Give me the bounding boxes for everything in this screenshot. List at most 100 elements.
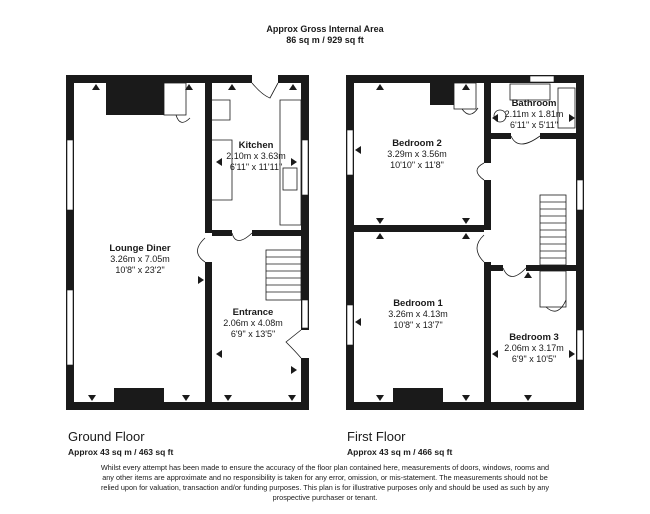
- arrow-icon: [88, 395, 96, 401]
- wall-kitchen-entrance-a: [212, 230, 232, 236]
- lounge-window-left-upper: [66, 139, 74, 211]
- shower-tray: [557, 87, 576, 129]
- bathroom-door-swing: [510, 135, 541, 145]
- wall-bathroom-a: [491, 133, 511, 139]
- room-bedroom-3: Bedroom 3 2.06m x 3.17m 6'9" x 10'5": [504, 332, 564, 364]
- arrow-icon: [492, 114, 498, 122]
- arrow-icon: [355, 146, 361, 154]
- ground-floor-outer-wall: [66, 75, 309, 410]
- cupboard-door-swing: [545, 299, 567, 312]
- arrow-icon: [288, 395, 296, 401]
- kitchen-window-right: [301, 139, 309, 196]
- wall-bedroom3-a: [491, 265, 503, 271]
- arrow-icon: [224, 395, 232, 401]
- room-bedroom-1: Bedroom 1 3.26m x 4.13m 10'8" x 13'7": [388, 298, 448, 330]
- room-entrance: Entrance 2.06m x 4.08m 6'9" x 13'5": [223, 307, 283, 339]
- bedroom3-door-swing: [502, 267, 527, 277]
- first-floor-plan: [346, 75, 584, 410]
- ground-floor-label: Ground Floor: [68, 429, 145, 444]
- arrow-icon: [569, 114, 575, 122]
- bedroom1-door-swing: [476, 234, 485, 263]
- arrow-icon: [376, 395, 384, 401]
- disclaimer-line: relied upon for valuation, transaction a…: [101, 483, 549, 492]
- wall-bedroom2-bedroom1: [354, 225, 484, 232]
- bedroom1-window-left: [346, 304, 354, 346]
- room-dim-metric: 2.11m x 1.81m: [505, 109, 564, 119]
- arrow-icon: [291, 158, 297, 166]
- room-dim-metric: 3.26m x 7.05m: [110, 254, 170, 264]
- kitchen-top-door-gap: [252, 73, 278, 85]
- arrow-icon: [216, 158, 222, 166]
- front-door-gap: [299, 330, 311, 358]
- entrance-window-right: [301, 299, 309, 329]
- arrow-icon: [228, 84, 236, 90]
- arrow-icon: [376, 84, 384, 90]
- room-dim-imperial: 10'8" x 23'2": [115, 265, 164, 275]
- ground-floor-area: Approx 43 sq m / 463 sq ft: [68, 447, 174, 457]
- room-dim-metric: 3.26m x 4.13m: [388, 309, 448, 319]
- arrow-icon: [182, 395, 190, 401]
- room-name: Bedroom 1: [393, 298, 443, 309]
- room-dim-imperial: 6'11" x 11'11": [230, 162, 282, 172]
- ground-floor-plan: [66, 73, 311, 410]
- wall-bedroom3-b: [526, 265, 576, 271]
- arrow-icon: [92, 84, 100, 90]
- arrow-icon: [492, 350, 498, 358]
- arrow-icon: [462, 218, 470, 224]
- arrow-icon: [291, 366, 297, 374]
- kitchen-sink: [282, 167, 298, 191]
- bedroom2-door-swing: [476, 162, 485, 181]
- room-dim-imperial: 6'9" x 10'5": [512, 354, 556, 364]
- room-name: Bathroom: [512, 98, 557, 109]
- bath-tub: [509, 83, 551, 101]
- arrow-icon: [569, 350, 575, 358]
- arrow-icon: [198, 276, 204, 284]
- kitchen-worktop-left: [212, 99, 231, 121]
- arrow-icon: [216, 350, 222, 358]
- cupboard-door-swing: [175, 114, 191, 123]
- first-staircase: [539, 194, 567, 266]
- arrow-icon: [462, 84, 470, 90]
- wash-basin: [493, 109, 507, 123]
- arrow-icon: [185, 84, 193, 90]
- wall-lounge-entrance: [205, 262, 212, 402]
- bedroom3-cupboard: [539, 270, 567, 308]
- room-name: Bedroom 3: [509, 332, 559, 343]
- room-dim-metric: 3.29m x 3.56m: [387, 149, 447, 159]
- room-name: Lounge Diner: [109, 243, 171, 254]
- wall-bedroom2-bathroom: [484, 83, 491, 163]
- front-door-swing: [285, 329, 302, 359]
- first-floor-area: Approx 43 sq m / 466 sq ft: [347, 447, 453, 457]
- ground-cupboard: [163, 82, 187, 116]
- arrow-icon: [376, 233, 384, 239]
- room-dim-metric: 2.06m x 4.08m: [223, 318, 283, 328]
- arrow-icon: [462, 395, 470, 401]
- arrow-icon: [462, 233, 470, 239]
- arrow-icon: [524, 272, 532, 278]
- arrow-icon: [355, 318, 361, 326]
- room-bathroom: Bathroom 2.11m x 1.81m 6'11" x 5'11": [505, 98, 564, 130]
- room-dim-imperial: 6'9" x 13'5": [231, 329, 275, 339]
- arrow-icon: [289, 84, 297, 90]
- bedroom2-window-left: [346, 129, 354, 176]
- room-dim-imperial: 10'10" x 11'8": [390, 160, 444, 170]
- lounge-window-left-lower: [66, 289, 74, 366]
- ground-staircase: [265, 249, 302, 301]
- wall-bedroom1-landing: [484, 262, 491, 402]
- gross-area-title: Approx Gross Internal Area: [266, 24, 384, 34]
- entrance-door-swing: [231, 232, 253, 241]
- arrow-icon: [524, 395, 532, 401]
- room-name: Kitchen: [239, 140, 274, 151]
- lounge-door-swing: [197, 237, 206, 263]
- gross-area-value: 86 sq m / 929 sq ft: [286, 35, 364, 45]
- room-dim-imperial: 10'8" x 13'7": [393, 320, 442, 330]
- disclaimer-line: Whilst every attempt has been made to en…: [101, 463, 549, 472]
- first-cupboard: [453, 82, 477, 110]
- arrow-icon: [376, 218, 384, 224]
- wall-kitchen-entrance-b: [252, 230, 301, 236]
- ground-chimney-breast: [106, 83, 164, 115]
- first-chimney-breast: [430, 83, 454, 105]
- room-dim-metric: 2.06m x 3.17m: [504, 343, 564, 353]
- room-kitchen: Kitchen 2.10m x 3.63m 6'11" x 11'11": [226, 140, 286, 172]
